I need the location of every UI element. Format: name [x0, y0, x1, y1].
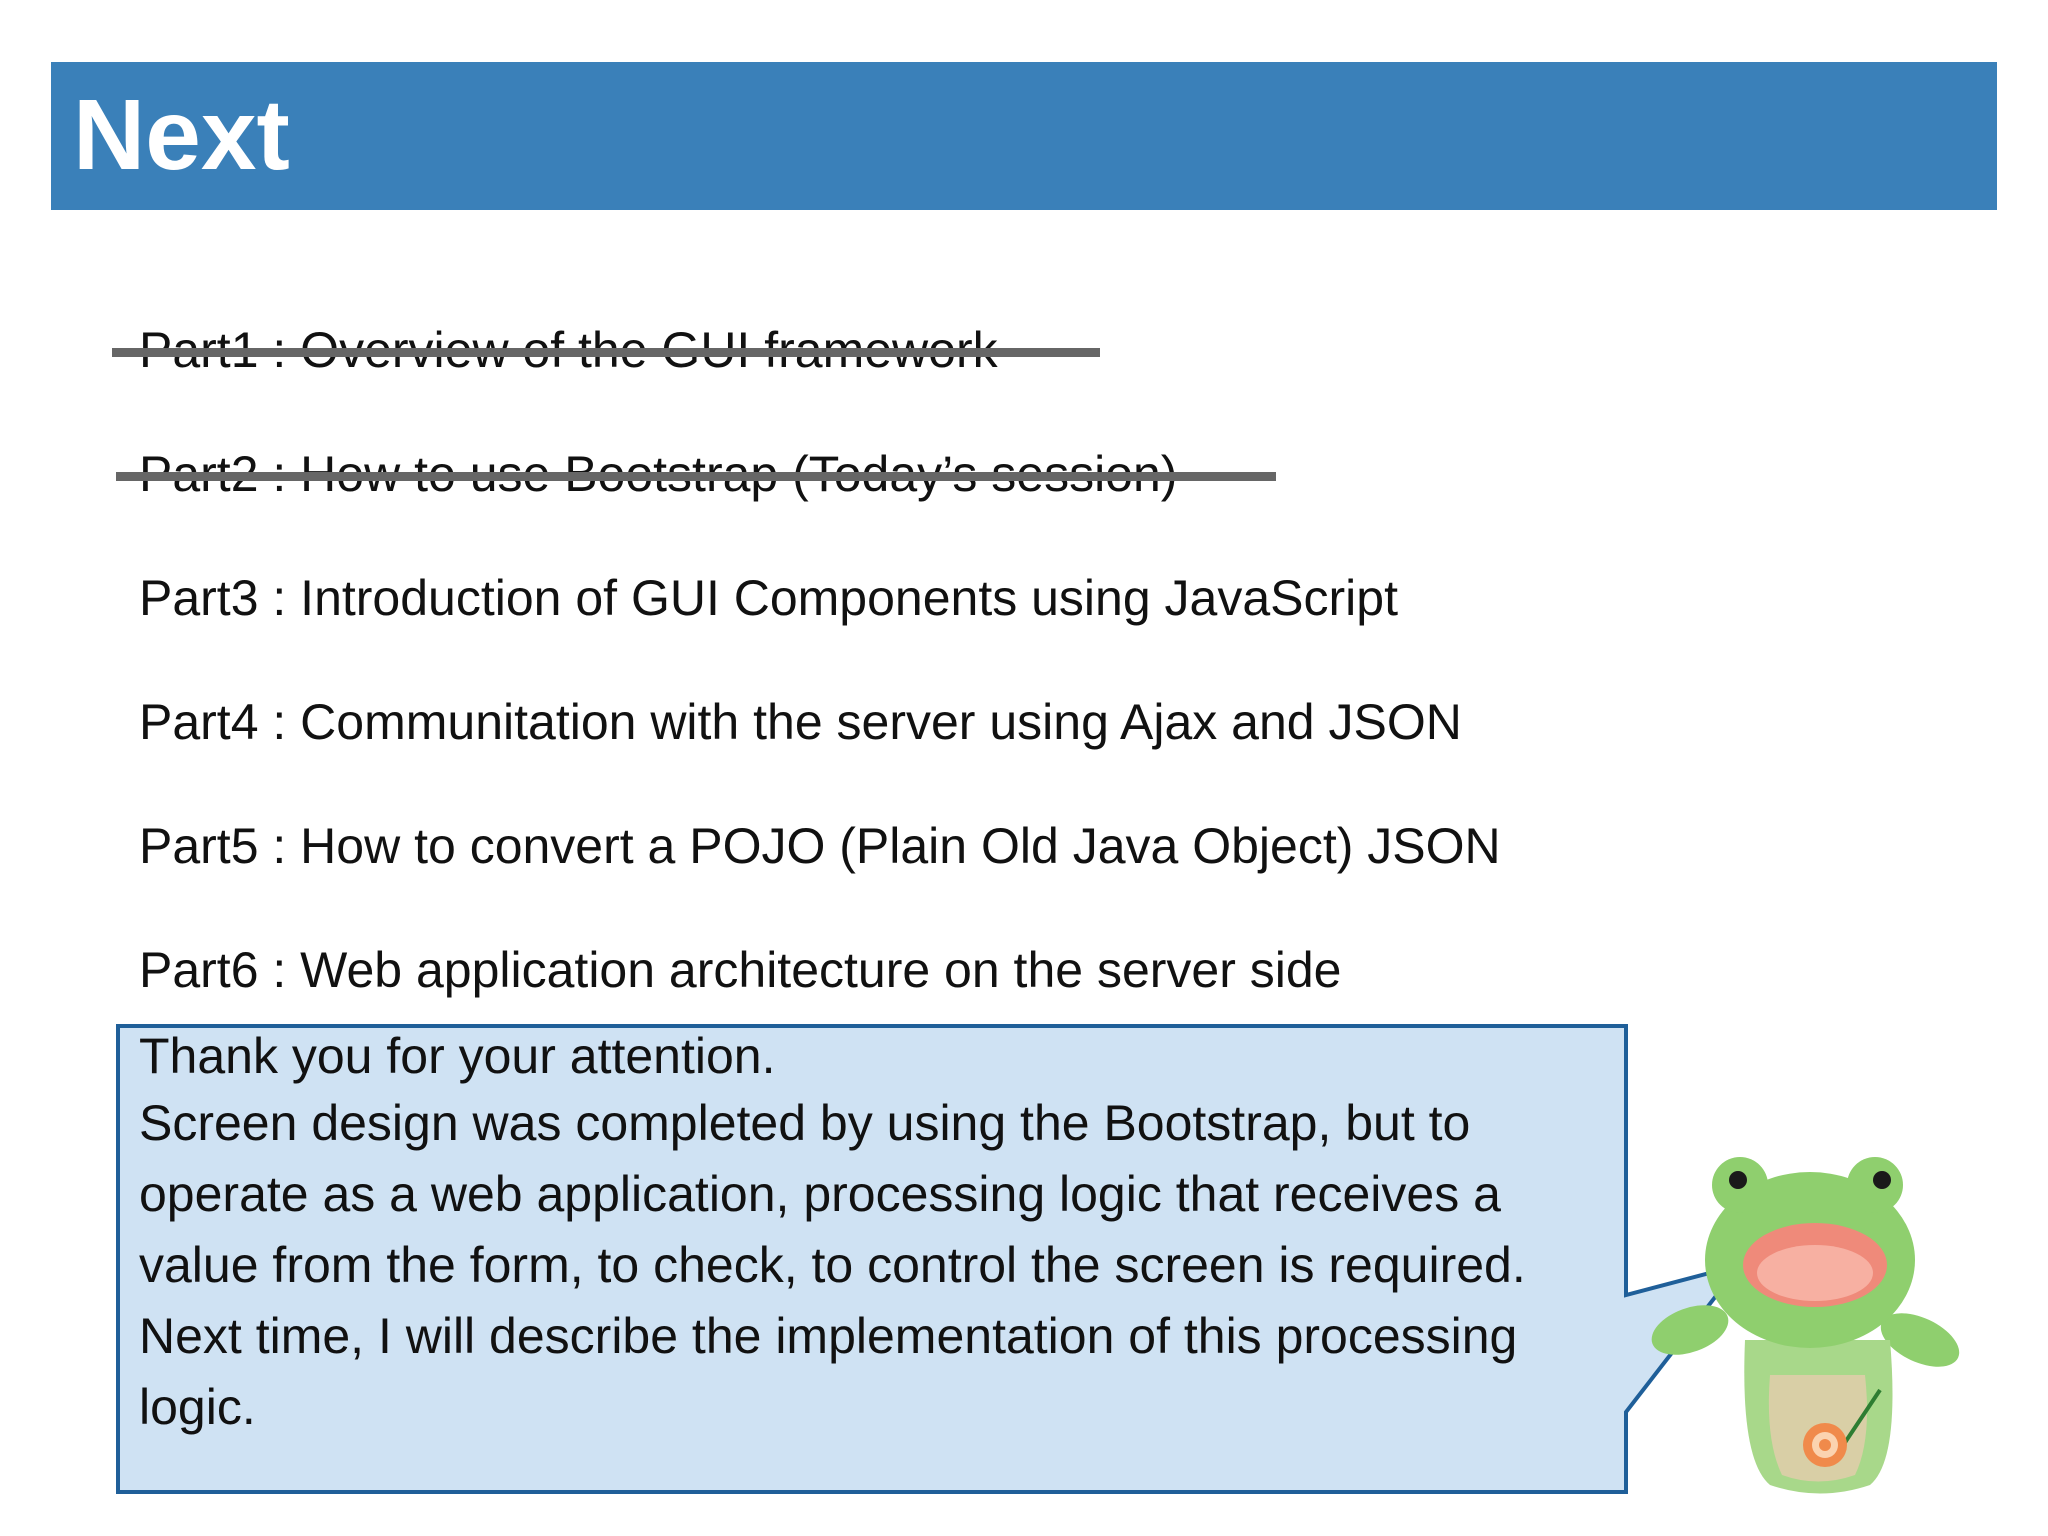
agenda-item-part6: Part6 : Web application architecture on … [139, 942, 1342, 998]
agenda-item-part4: Part4 : Communitation with the server us… [139, 694, 1462, 750]
agenda-item-part5: Part5 : How to convert a POJO (Plain Old… [139, 818, 1501, 874]
callout-body: Screen design was completed by using the… [139, 1095, 1526, 1435]
callout-heading: Thank you for your attention. [139, 1028, 776, 1084]
frog-puppet-icon [1651, 1157, 1960, 1494]
agenda-item-part3: Part3 : Introduction of GUI Components u… [139, 570, 1398, 626]
page-title: Next [73, 79, 290, 191]
strikethrough-part2 [116, 472, 1276, 481]
callout-message: Thank you for your attention. Screen des… [139, 1026, 1579, 1443]
strikethrough-part1 [112, 348, 1100, 357]
title-bar: Next [51, 62, 1997, 210]
agenda-list: Part1 : Overview of the GUI framework Pa… [139, 0, 1639, 1000]
